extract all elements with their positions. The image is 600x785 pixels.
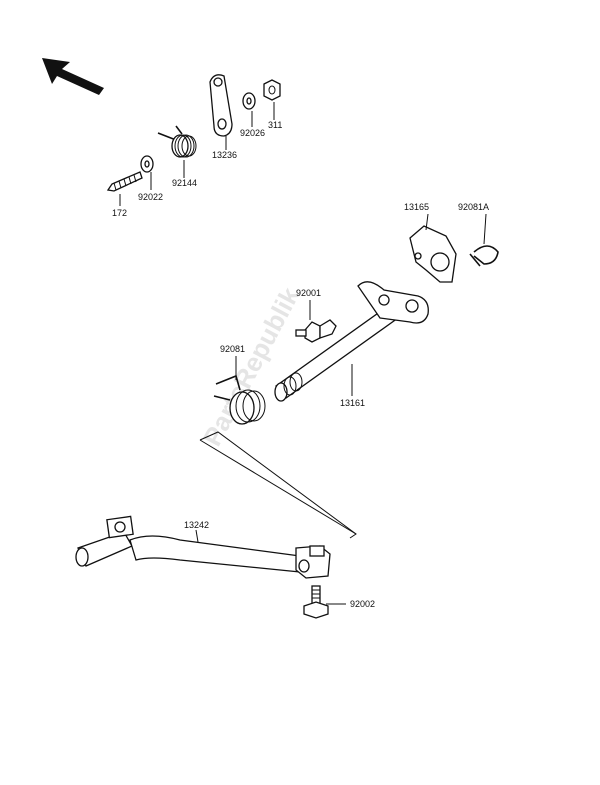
- label-13236: 13236: [212, 150, 237, 160]
- watermark-text: PartsRepublik: [197, 282, 306, 451]
- washer-92022: [140, 155, 154, 173]
- label-13242: 13242: [184, 520, 209, 530]
- label-92144: 92144: [172, 178, 197, 188]
- direction-arrow-icon: [42, 58, 104, 95]
- label-13161: 13161: [340, 398, 365, 408]
- spring-92144: [157, 125, 197, 158]
- label-311: 311: [268, 120, 282, 130]
- plate-13165: [409, 225, 457, 283]
- label-92026: 92026: [240, 128, 265, 138]
- label-92002: 92002: [350, 599, 375, 609]
- label-92081: 92081: [220, 344, 245, 354]
- bolt-92001: [295, 319, 337, 343]
- clip-92081A: [469, 245, 499, 267]
- shaft-13161: [274, 281, 429, 402]
- washer-92026: [242, 92, 256, 110]
- bolt-92002: [303, 585, 329, 619]
- label-92081A: 92081A: [458, 202, 489, 212]
- label-13165: 13165: [404, 202, 429, 212]
- pedal-lever-13242: [75, 515, 331, 579]
- nut-311: [263, 79, 281, 101]
- pin-172: [106, 171, 143, 192]
- label-92001: 92001: [296, 288, 321, 298]
- label-92022: 92022: [138, 192, 163, 202]
- label-172: 172: [112, 208, 127, 218]
- lever-13236: [209, 74, 233, 137]
